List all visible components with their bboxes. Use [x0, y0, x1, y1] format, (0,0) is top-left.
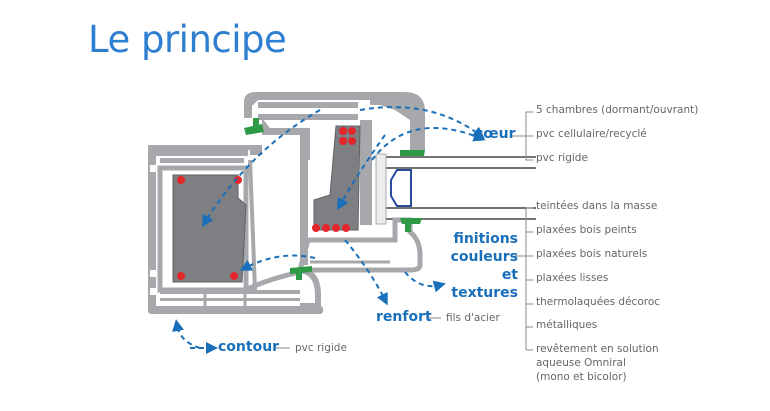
label-finitions-line: finitions	[453, 231, 518, 247]
arrow-renfort-2	[239, 254, 316, 271]
finitions-item: métalliques	[536, 319, 598, 331]
finitions-item: teintées dans la masse	[536, 200, 658, 212]
label-finitions-line: textures	[451, 285, 518, 301]
label-coeur: cœur	[475, 126, 516, 142]
arrow-coeur-1	[359, 106, 485, 139]
arrow-coeur-3	[201, 109, 321, 228]
frame-profile	[148, 145, 323, 314]
finitions-item: plaxées bois peints	[536, 224, 637, 236]
arrow-contour-up	[172, 319, 201, 349]
renfort-desc: fils d'acier	[446, 312, 500, 324]
label-finitions-line: couleurs et	[450, 249, 518, 283]
coeur-item: pvc cellulaire/recyclé	[536, 128, 647, 140]
arrow-coeur-2	[371, 127, 486, 161]
finitions-item: plaxées bois naturels	[536, 248, 648, 260]
glazing-spacer	[390, 169, 412, 207]
label-renfort: renfort	[376, 309, 432, 325]
finitions-item: revêtement en solution	[536, 343, 659, 355]
gaskets	[244, 118, 425, 280]
bracket-lines	[275, 111, 533, 351]
arrow-coeur-4	[337, 134, 386, 211]
steel-reinforcement-frame	[172, 174, 247, 283]
arrow-finitions	[404, 271, 446, 293]
finitions-item: plaxées lisses	[536, 272, 609, 284]
finitions-item: aqueuse Omniral	[536, 357, 626, 369]
callout-arrows	[172, 106, 486, 354]
arrow-renfort-1	[344, 239, 388, 306]
finitions-item: (mono et bicolor)	[536, 371, 627, 383]
coeur-item: pvc rigide	[536, 152, 588, 164]
label-contour: contour	[218, 339, 280, 355]
glazing-unit	[375, 153, 536, 225]
contour-desc: pvc rigide	[295, 342, 347, 354]
finitions-item: thermolaquées décoroc	[536, 296, 661, 308]
page-title: Le principe	[88, 18, 287, 61]
label-finitions: finitions couleurs et textures	[440, 230, 518, 302]
sash-profile	[244, 92, 425, 273]
coeur-item: 5 chambres (dormant/ouvrant)	[536, 104, 699, 116]
